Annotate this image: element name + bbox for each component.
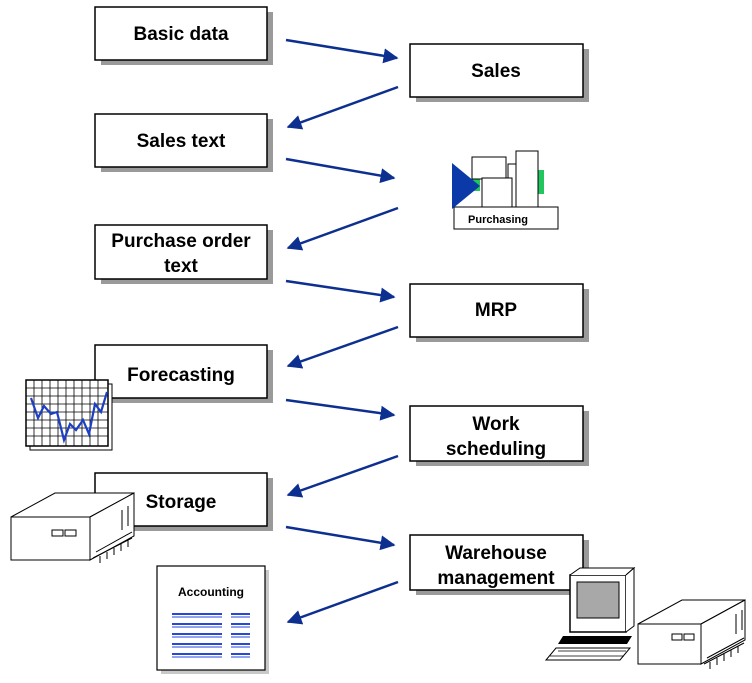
purchasing-icon: Purchasing: [452, 150, 559, 230]
basic-data-box: Basic data: [94, 6, 273, 65]
storage-server-icon: [10, 492, 135, 563]
work-scheduling-label-line2: scheduling: [446, 439, 546, 460]
arrow-work-scheduling-to-storage: [286, 454, 399, 498]
storage-label: Storage: [146, 492, 217, 513]
purchase-order-text-box: Purchase order text: [94, 224, 273, 284]
warehouse-management-label-line2: management: [437, 568, 555, 589]
purchase-order-text-label-line2: text: [164, 256, 198, 277]
flow-arrows: [285, 38, 399, 625]
warehouse-management-label-line1: Warehouse: [445, 543, 547, 564]
arrow-sales-to-sales-text: [286, 85, 399, 130]
sales-box: Sales: [409, 43, 589, 102]
sales-text-box: Sales text: [94, 113, 273, 172]
arrow-forecasting-to-work-scheduling: [285, 398, 396, 421]
work-scheduling-box: Work scheduling: [409, 405, 589, 466]
arrow-warehouse-management-to-accounting: [286, 580, 399, 625]
sales-text-label: Sales text: [137, 131, 226, 152]
arrow-storage-to-warehouse-management: [285, 525, 396, 551]
arrow-purchasing-to-purchase-order-text: [286, 206, 399, 251]
arrow-sales-text-to-purchasing: [285, 157, 396, 184]
arrow-purchase-order-text-to-mrp: [285, 279, 396, 303]
forecast-chart-icon: [25, 379, 113, 451]
basic-data-label: Basic data: [133, 24, 228, 45]
mrp-box: MRP: [409, 283, 589, 342]
computer-icon: [544, 566, 636, 661]
mrp-label: MRP: [475, 300, 518, 321]
purchase-order-text-label-line1: Purchase order: [111, 231, 251, 252]
accounting-icon-label: Accounting: [178, 585, 244, 599]
work-scheduling-label-line1: Work: [472, 414, 520, 435]
warehouse-server-icon: [637, 599, 746, 669]
accounting-document-icon: Accounting: [156, 565, 269, 674]
purchasing-icon-label: Purchasing: [468, 214, 528, 226]
forecasting-box: Forecasting: [94, 344, 273, 403]
arrow-basic-data-to-sales: [285, 38, 399, 64]
warehouse-management-box: Warehouse management: [409, 534, 589, 595]
arrow-mrp-to-forecasting: [286, 325, 399, 369]
forecasting-label: Forecasting: [127, 365, 235, 386]
sales-label: Sales: [471, 61, 521, 82]
